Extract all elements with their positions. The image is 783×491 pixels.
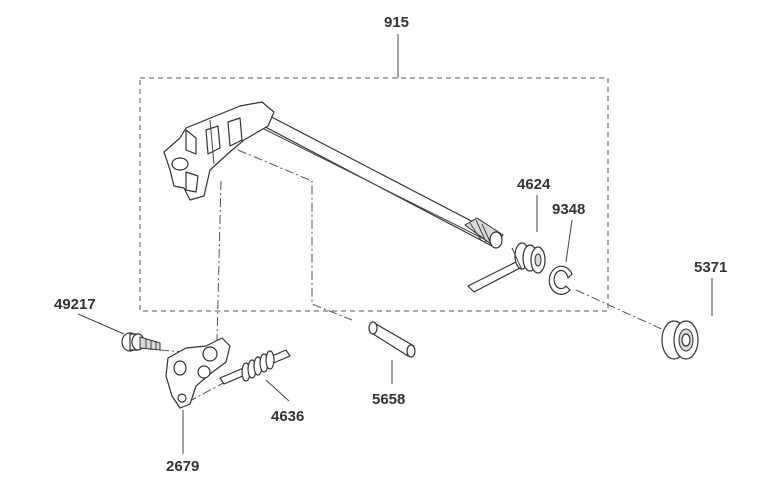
label-4624: 4624 — [517, 176, 551, 193]
label-5658: 5658 — [372, 391, 405, 408]
torsion-spring-4624 — [467, 242, 546, 293]
pin-5658 — [368, 321, 416, 358]
label-4636: 4636 — [271, 408, 304, 425]
stopper-lever-2679 — [165, 337, 231, 409]
snap-ring-9348 — [548, 265, 573, 295]
label-49217: 49217 — [54, 296, 96, 313]
label-915: 915 — [384, 14, 409, 31]
label-2679: 2679 — [166, 458, 199, 475]
oil-seal-5371 — [661, 320, 699, 360]
bolt-49217 — [121, 332, 161, 352]
shift-shaft-915 — [163, 101, 504, 249]
assembly-center-lines — [159, 149, 669, 403]
label-9348: 9348 — [552, 201, 585, 218]
leader-lines — [77, 34, 713, 454]
assembly-group-box — [139, 77, 609, 312]
coil-spring-4636 — [219, 349, 291, 385]
label-5371: 5371 — [694, 259, 727, 276]
